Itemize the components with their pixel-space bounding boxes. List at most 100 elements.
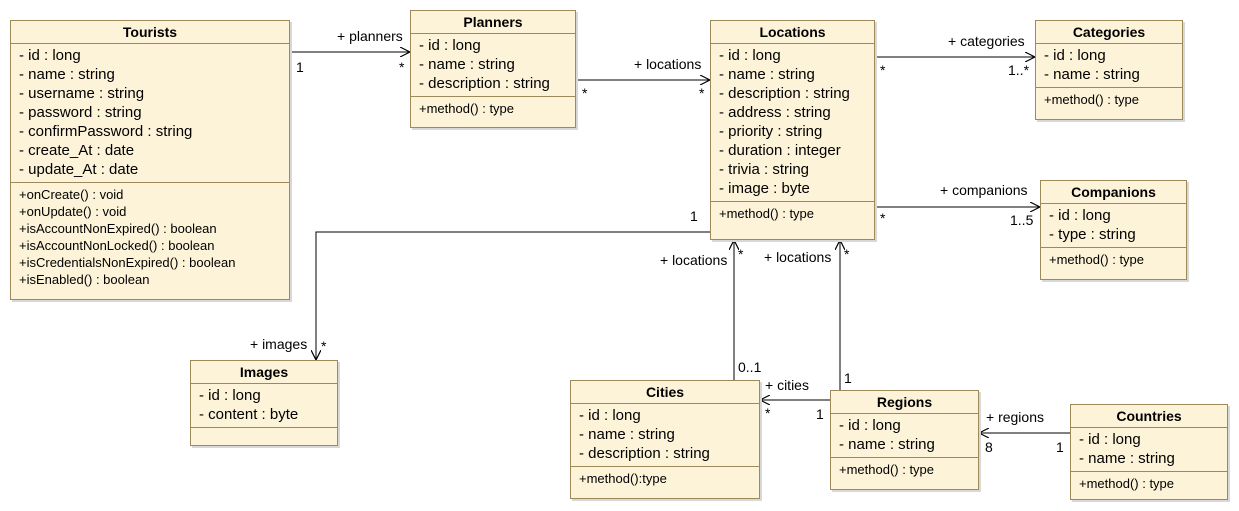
attribute: - description : string bbox=[419, 75, 550, 92]
edge-locations-images[interactable] bbox=[316, 231, 710, 360]
class-cities[interactable]: Cities - id : long - name : string - descr… bbox=[570, 380, 760, 499]
role-label: + planners bbox=[337, 28, 403, 44]
class-categories[interactable]: Categories - id : long - name : string +m… bbox=[1035, 20, 1183, 120]
attribute-list: - id : long - name : string bbox=[1036, 44, 1182, 88]
class-name: Regions bbox=[831, 391, 978, 414]
operation: +isEnabled() : boolean bbox=[19, 272, 150, 287]
multiplicity-label: * bbox=[321, 338, 327, 354]
class-name: Companions bbox=[1041, 181, 1186, 204]
class-countries[interactable]: Countries - id : long - name : string +me… bbox=[1070, 404, 1228, 500]
attribute: - name : string bbox=[579, 426, 675, 443]
class-tourists[interactable]: Tourists - id : long - name : string - use… bbox=[10, 20, 290, 300]
class-name: Cities bbox=[571, 381, 759, 404]
attribute: - id : long bbox=[19, 47, 81, 64]
attribute: - name : string bbox=[839, 436, 935, 453]
class-regions[interactable]: Regions - id : long - name : string +meth… bbox=[830, 390, 979, 490]
attribute: - id : long bbox=[839, 417, 901, 434]
operation: +method() : type bbox=[419, 101, 515, 116]
class-planners[interactable]: Planners - id : long - name : string - des… bbox=[410, 10, 576, 128]
attribute: - username : string bbox=[19, 85, 145, 102]
attribute: - update_At : date bbox=[19, 161, 139, 178]
class-name: Countries bbox=[1071, 405, 1227, 428]
operation: +method() : type bbox=[1044, 92, 1140, 107]
attribute: - address : string bbox=[719, 104, 831, 121]
attribute-list: - id : long - name : string - description … bbox=[571, 404, 759, 467]
attribute: - priority : string bbox=[719, 123, 823, 140]
multiplicity-label: 1 bbox=[816, 406, 824, 422]
class-locations[interactable]: Locations - id : long- name : string- de… bbox=[710, 20, 875, 240]
role-label: + cities bbox=[765, 377, 809, 393]
operation: +isAccountNonExpired() : boolean bbox=[19, 221, 217, 236]
role-label: + locations bbox=[660, 252, 728, 268]
multiplicity-label: 1 bbox=[296, 59, 304, 75]
multiplicity-label: 0..1 bbox=[738, 359, 762, 375]
attribute: - id : long bbox=[719, 47, 781, 64]
class-images[interactable]: Images - id : long - content : byte bbox=[190, 360, 338, 446]
attribute: - image : byte bbox=[719, 180, 810, 197]
attribute: - type : string bbox=[1049, 226, 1136, 243]
role-label: + companions bbox=[940, 182, 1028, 198]
multiplicity-label: 1 bbox=[690, 208, 698, 224]
attribute: - id : long bbox=[419, 37, 481, 54]
class-name: Planners bbox=[411, 11, 575, 34]
operation-list: +method() : type bbox=[1071, 472, 1227, 494]
attribute-list: - id : long - name : string - description … bbox=[411, 34, 575, 97]
attribute: - create_At : date bbox=[19, 142, 135, 159]
operation: +isAccountNonLocked() : boolean bbox=[19, 238, 215, 253]
attribute: - description : string bbox=[579, 445, 710, 462]
operation-list: +method() : type bbox=[1036, 88, 1182, 110]
attribute-list: - id : long - name : string bbox=[1071, 428, 1227, 472]
operation-list: +method():type bbox=[571, 467, 759, 489]
role-label: + locations bbox=[764, 249, 832, 265]
attribute: - confirmPassword : string bbox=[19, 123, 193, 140]
attribute: - duration : integer bbox=[719, 142, 841, 159]
operation: +onCreate() : void bbox=[19, 187, 124, 202]
attribute: - id : long bbox=[579, 407, 641, 424]
attribute: - description : string bbox=[719, 85, 850, 102]
multiplicity-label: * bbox=[880, 210, 886, 226]
class-name: Categories bbox=[1036, 21, 1182, 44]
class-name: Images bbox=[191, 361, 337, 384]
role-label: + categories bbox=[948, 33, 1025, 49]
attribute-list: - id : long - type : string bbox=[1041, 204, 1186, 248]
attribute: - id : long bbox=[1079, 431, 1141, 448]
attribute-list: - id : long - content : byte bbox=[191, 384, 337, 428]
multiplicity-label: * bbox=[699, 85, 705, 101]
operation-list: +method() : type bbox=[831, 458, 978, 480]
multiplicity-label: * bbox=[880, 62, 886, 78]
attribute: - trivia : string bbox=[719, 161, 810, 178]
operation-list bbox=[191, 428, 337, 433]
attribute: - content : byte bbox=[199, 406, 299, 423]
attribute: - password : string bbox=[19, 104, 142, 121]
multiplicity-label: * bbox=[738, 246, 744, 262]
class-name: Tourists bbox=[11, 21, 289, 44]
attribute: - name : string bbox=[19, 66, 115, 83]
operation-list: +onCreate() : void +onUpdate() : void +isA… bbox=[11, 183, 289, 290]
multiplicity-label: * bbox=[582, 85, 588, 101]
operation-list: +method() : type bbox=[411, 97, 575, 119]
attribute: - name : string bbox=[1079, 450, 1175, 467]
operation: +method() : type bbox=[1079, 476, 1175, 491]
attribute: - id : long bbox=[1049, 207, 1111, 224]
multiplicity-label: * bbox=[765, 405, 771, 421]
operation: +isCredentialsNonExpired() : boolean bbox=[19, 255, 236, 270]
attribute: - id : long bbox=[1044, 47, 1106, 64]
multiplicity-label: * bbox=[844, 246, 850, 262]
multiplicity-label: 1..5 bbox=[1010, 212, 1034, 228]
operation: +method() : type bbox=[1049, 252, 1145, 267]
role-label: + regions bbox=[986, 409, 1044, 425]
class-name: Locations bbox=[711, 21, 874, 44]
multiplicity-label: 8 bbox=[985, 439, 993, 455]
attribute: - name : string bbox=[1044, 66, 1140, 83]
operation-list: +method() : type bbox=[1041, 248, 1186, 270]
operation: +method() : type bbox=[839, 462, 935, 477]
operation: +onUpdate() : void bbox=[19, 204, 127, 219]
role-label: + images bbox=[250, 336, 308, 352]
attribute-list: - id : long - name : string - username : s… bbox=[11, 44, 289, 183]
multiplicity-label: 1..* bbox=[1008, 62, 1030, 78]
attribute: - id : long bbox=[199, 387, 261, 404]
multiplicity-label: 1 bbox=[844, 370, 852, 386]
class-companions[interactable]: Companions - id : long - type : string +m… bbox=[1040, 180, 1187, 280]
attribute-list: - id : long- name : string- description … bbox=[711, 44, 874, 202]
attribute: - name : string bbox=[419, 56, 515, 73]
